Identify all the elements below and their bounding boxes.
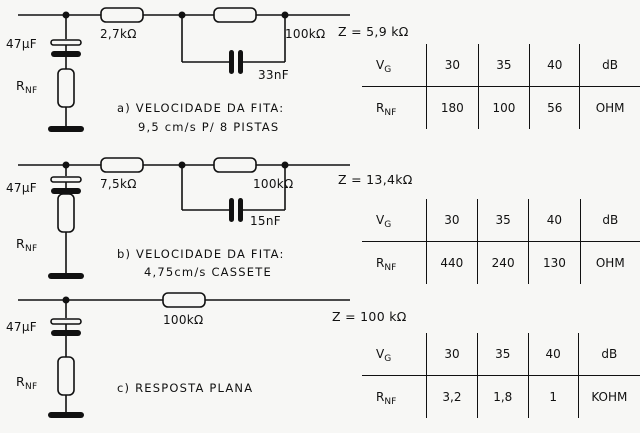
circuit-a-series-res: 2,7kΩ — [100, 27, 137, 41]
table-a-rnf-unit: OHM — [595, 101, 625, 115]
table-c-vg-cell: 40 — [528, 333, 579, 376]
table-b-vg-row: VG 30 35 40 dB — [362, 199, 640, 242]
table-b-rnf-cell: 130 — [528, 241, 581, 284]
circuit-b-ground-bar — [48, 273, 84, 279]
circuit-a-parts — [48, 11, 289, 132]
circuit-b-series-res: 7,5kΩ — [100, 177, 137, 191]
table-c-rnf-cell: 3,2 — [426, 375, 478, 418]
circuit-b-parallel-res: 100kΩ — [253, 177, 294, 191]
table-a-rnf-label: RNF — [362, 86, 428, 129]
table-b-rnf-unit: OHM — [595, 256, 625, 270]
table-a-vg-cell: 30 — [426, 44, 479, 87]
circuit-b-caption-line2: 4,75cm/s CASSETE — [144, 265, 272, 279]
circuit-c-series-res: 100kΩ — [163, 313, 204, 327]
circuit-b-cap-label: 47µF — [6, 181, 38, 195]
table-a-rnf-cell: 100 — [478, 86, 531, 129]
circuit-b-parallel-cap: 15nF — [250, 214, 281, 228]
table-a-vg-row: VG 30 35 40 dB — [362, 44, 640, 87]
circuit-a-node-1 — [62, 11, 70, 19]
table-a-rnf-cell: 56 — [529, 86, 581, 129]
table-c-vg-label: VG — [362, 333, 428, 376]
table-c-vg-cell: 35 — [477, 333, 529, 376]
circuit-b-node-3 — [281, 161, 289, 169]
table-a-vg-label: VG — [362, 44, 428, 87]
table-a: VG 30 35 40 dB RNF 180 100 56 OHM — [362, 44, 640, 129]
circuit-b-parts — [48, 161, 289, 279]
table-b-vg-unit: dB — [580, 199, 640, 242]
table-a-vg-cell: 40 — [529, 44, 581, 87]
circuit-b-rnf-label: RNF — [16, 236, 38, 254]
table-b-vg-cell: 40 — [528, 199, 581, 242]
circuit-a-impedance: Z = 5,9 kΩ — [338, 24, 409, 39]
table-b-vg-label: VG — [362, 199, 427, 242]
table-c-vg-cell: 30 — [426, 333, 478, 376]
table-c-vg-row: VG 30 35 40 dB — [362, 333, 640, 376]
circuit-c-parts — [48, 296, 84, 418]
circuit-a-parallel-res: 100kΩ — [285, 27, 326, 41]
table-c-rnf-unit: KOHM — [591, 390, 628, 404]
circuit-c-caption: c) RESPOSTA PLANA — [117, 381, 254, 395]
table-b-rnf-cell: 440 — [426, 241, 478, 284]
circuit-a-caption-line1: a) VELOCIDADE DA FITA: — [117, 101, 285, 115]
table-a-rnf-cell: 180 — [426, 86, 479, 129]
table-b-rnf-label: RNF — [362, 241, 427, 284]
circuit-b-cap-parallel — [229, 198, 243, 222]
circuit-b-impedance: Z = 13,4kΩ — [338, 172, 413, 187]
circuit-c-cap-label: 47µF — [6, 320, 38, 334]
circuit-c-rnf-label: RNF — [16, 374, 38, 392]
circuit-b-node-2 — [178, 161, 186, 169]
circuit-c — [18, 292, 350, 412]
circuit-a-cap-label: 47µF — [6, 37, 38, 51]
circuit-a-node-2 — [178, 11, 186, 19]
table-b: VG 30 35 40 dB RNF 440 240 130 OHM — [362, 199, 640, 284]
table-a-vg-cell: 35 — [478, 44, 531, 87]
circuit-a-rnf-label: RNF — [16, 78, 38, 96]
table-b-vg-cell: 35 — [477, 199, 530, 242]
table-c-rnf-cell: 1 — [528, 375, 579, 418]
circuit-c-ground-bar — [48, 412, 84, 418]
circuit-a — [18, 7, 350, 126]
circuit-a-parallel-cap: 33nF — [258, 68, 289, 82]
table-a-vg-unit: dB — [579, 44, 640, 87]
circuit-a-ground-bar — [48, 126, 84, 132]
circuit-a-caption-line2: 9,5 cm/s P/ 8 PISTAS — [138, 120, 280, 134]
table-c-rnf-row: RNF 3,2 1,8 1 KOHM — [362, 375, 640, 418]
circuit-b-node-1 — [62, 161, 70, 169]
circuit-c-impedance: Z = 100 kΩ — [332, 309, 407, 324]
circuit-c-node-1 — [62, 296, 70, 304]
table-c-vg-unit: dB — [578, 333, 640, 376]
table-c: VG 30 35 40 dB RNF 3,2 1,8 1 KOHM — [362, 333, 640, 418]
circuit-b-caption-line1: b) VELOCIDADE DA FITA: — [117, 247, 285, 261]
table-a-rnf-row: RNF 180 100 56 OHM — [362, 86, 640, 129]
table-c-rnf-cell: 1,8 — [477, 375, 529, 418]
circuit-a-cap-parallel — [229, 50, 243, 74]
table-b-rnf-row: RNF 440 240 130 OHM — [362, 241, 640, 284]
table-b-vg-cell: 30 — [426, 199, 478, 242]
table-b-rnf-cell: 240 — [477, 241, 530, 284]
table-c-rnf-label: RNF — [362, 375, 428, 418]
circuit-a-node-3 — [281, 11, 289, 19]
